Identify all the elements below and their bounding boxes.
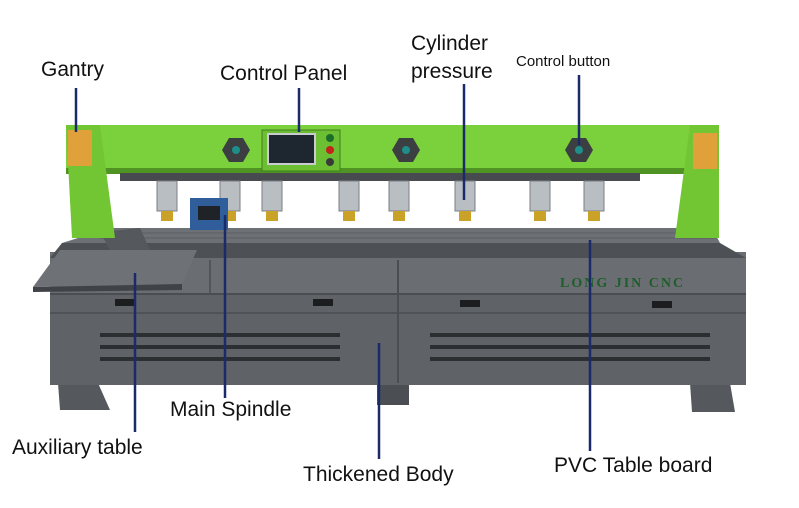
left-foot	[58, 383, 110, 410]
auxiliary-table-label: Auxiliary table	[12, 436, 143, 459]
cylinder-pressure-label-line1: Cylinder	[411, 32, 489, 55]
pvc-table-board-label: PVC Table board	[554, 454, 713, 477]
main-spindle-label: Main Spindle	[170, 398, 292, 421]
center-foot	[377, 383, 409, 405]
control-panel-label: Control Panel	[220, 62, 348, 85]
auxiliary-table-top	[33, 250, 197, 287]
thickened-body-label: Thickened Body	[303, 463, 454, 486]
right-foot	[690, 383, 735, 412]
spindle-group	[156, 180, 605, 221]
gantry-beam	[66, 125, 719, 171]
cylinder-pressure-label-line2: pressure	[411, 60, 493, 83]
gantry-label: Gantry	[41, 58, 105, 81]
control-panel-screen	[267, 133, 316, 165]
machine-logo: LONG JIN CNC	[560, 276, 685, 291]
control-button-label: Control button	[516, 53, 611, 70]
